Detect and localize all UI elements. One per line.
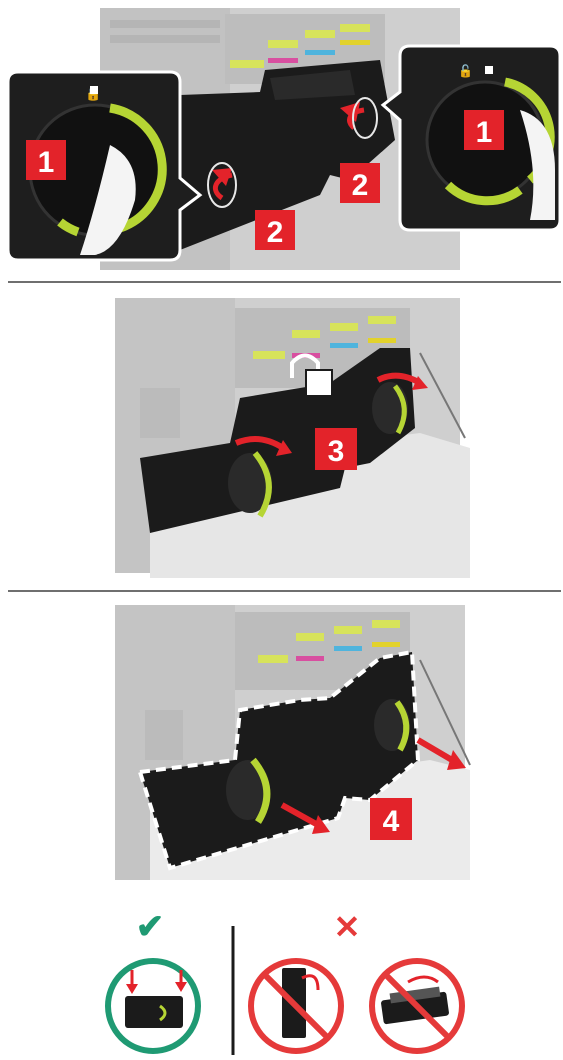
orientation-illustration: ✔ ✕ <box>0 898 563 1055</box>
svg-text:2: 2 <box>267 216 284 249</box>
section-divider <box>8 281 561 283</box>
svg-text:1: 1 <box>38 146 55 179</box>
step-illustration-1: 2 2 🔓 1 🔓 1 <box>0 0 563 275</box>
step-panel-3: 4 <box>0 600 563 885</box>
svg-text:1: 1 <box>476 116 493 149</box>
orientation-panel: ✔ ✕ <box>0 898 563 1055</box>
svg-text:2: 2 <box>352 169 369 202</box>
lock-icon <box>90 86 98 94</box>
svg-text:4: 4 <box>383 805 400 838</box>
svg-text:3: 3 <box>328 435 345 468</box>
callout-right: 🔓 1 <box>383 46 560 230</box>
step-illustration-3: 4 <box>0 600 563 885</box>
step-panel-1: 2 2 🔓 1 🔓 1 <box>0 0 563 275</box>
section-divider <box>8 590 561 592</box>
incorrect-example-1 <box>251 961 341 1051</box>
incorrect-example-2 <box>372 961 462 1051</box>
callout-left: 🔓 1 <box>8 72 200 260</box>
svg-text:🔓: 🔓 <box>458 64 473 78</box>
cross-icon: ✕ <box>334 909 361 945</box>
step-illustration-2: 3 <box>0 288 563 583</box>
checkmark-icon: ✔ <box>136 908 165 946</box>
step-panel-2: 3 <box>0 288 563 583</box>
